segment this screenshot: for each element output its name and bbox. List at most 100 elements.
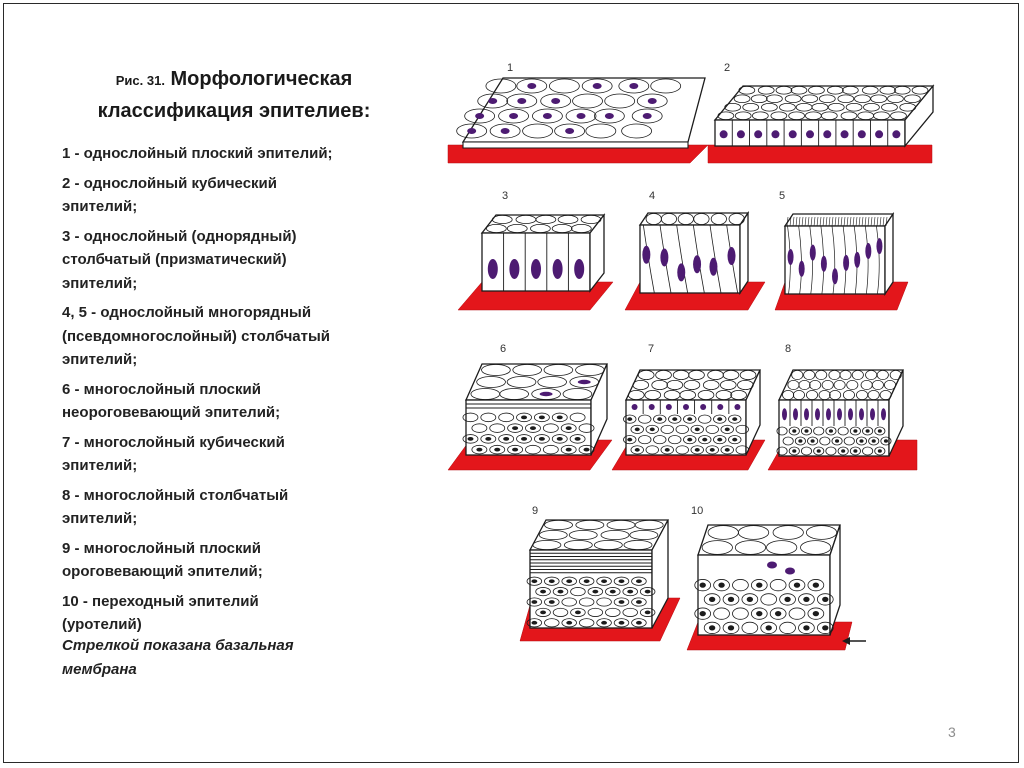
layer-cell [638,435,652,445]
nucleus [574,258,585,279]
nucleus [859,408,864,421]
layer-nucleus [828,429,833,433]
nucleus [767,561,777,569]
surface-cell [710,213,727,225]
legend-item-2: 2 - однослойный кубический эпителий; [62,174,277,216]
layer-cell [705,445,719,455]
surface-cell [846,379,859,390]
layer-nucleus [521,436,528,441]
surface-cell [575,364,605,376]
layer-cell [507,444,524,455]
layer-nucleus [565,426,572,431]
surface-cell [904,94,921,104]
nucleus [865,242,872,259]
layer-nucleus [812,611,820,617]
layer-cell [683,435,697,445]
legend-item-1: 1 - однослойный плоский эпителий; [62,145,333,162]
layer-nucleus [803,596,810,602]
nucleus [709,257,718,276]
layer-cell [713,579,730,592]
nucleus [826,408,831,421]
tall-cell [809,225,813,295]
figure-title-line-1: Рис. 31. Морфологическая [54,64,414,96]
layer-cell [698,435,712,445]
layer-nucleus [618,579,625,584]
surface-cell [871,379,884,390]
layer-cell [551,434,568,444]
layer-cell [705,424,719,434]
layer-cell [874,446,886,456]
layer-cell [819,436,831,446]
layer-nucleus [694,448,700,452]
layer-nucleus [649,427,655,432]
layer-cell [855,436,868,446]
cilium [858,216,861,227]
nucleus [727,247,736,266]
layer-nucleus [538,415,545,420]
layer-nucleus [727,596,735,602]
surface-cell [506,223,528,234]
legend-item-8: 8 - многослойный столбчатый эпителий; [62,486,289,528]
surface-cell [766,94,783,104]
squamous-cell [650,78,682,94]
squamous-cell [477,93,509,109]
layer-cell [849,446,861,456]
layer-cell [471,444,488,455]
page-number: 3 [948,724,956,740]
panel-9-keratinised [526,519,670,629]
layer-nucleus [548,600,555,604]
layer-cell [800,426,813,436]
nucleus [647,98,657,104]
layer-cell [596,576,612,586]
surface-cell [697,389,715,400]
surface-cell [737,379,754,390]
layer-nucleus [687,417,693,421]
cilium [837,216,840,227]
layer-cell [587,587,604,597]
layer-cell [542,444,559,455]
layer-cell [713,414,727,424]
layer-nucleus [859,439,864,443]
surface-cell [788,111,805,121]
surface-cell [632,379,650,390]
nucleus [809,244,816,261]
cilium [813,216,816,227]
surface-cell [655,369,672,380]
layer-nucleus [865,429,870,433]
layer-cell [516,412,532,423]
cilium [843,216,846,227]
nucleus [870,408,875,421]
layer-nucleus [709,448,715,452]
surface-cell [627,389,645,400]
layer-cell [623,414,637,424]
layer-nucleus [644,610,651,615]
layer-cell [750,607,768,620]
cilium [798,216,801,227]
panel-3-simple-columnar-side-face [589,213,605,293]
layer-cell [703,621,721,634]
layer-cell [779,593,796,606]
nucleus [487,258,498,279]
surface-cell [660,213,678,225]
surface-cell [815,369,828,380]
tall-cell [864,225,869,295]
surface-cell [737,525,770,540]
layer-cell [533,434,550,444]
layer-cell [613,618,630,628]
nucleus [683,404,689,410]
layer-cell [498,434,515,444]
layer-cell [535,587,551,597]
layer-nucleus [694,427,700,432]
layer-nucleus [529,426,536,431]
layer-cell [489,444,506,455]
surface-cell [530,223,551,234]
layer-cell [660,445,674,455]
layer-cell [578,423,595,433]
layer-nucleus [566,579,573,584]
surface-cell [842,389,855,400]
surface-cell [861,85,879,95]
surface-cell [623,540,653,551]
surface-cell [666,379,684,390]
nucleus [551,98,561,104]
layer-cell [668,414,682,424]
